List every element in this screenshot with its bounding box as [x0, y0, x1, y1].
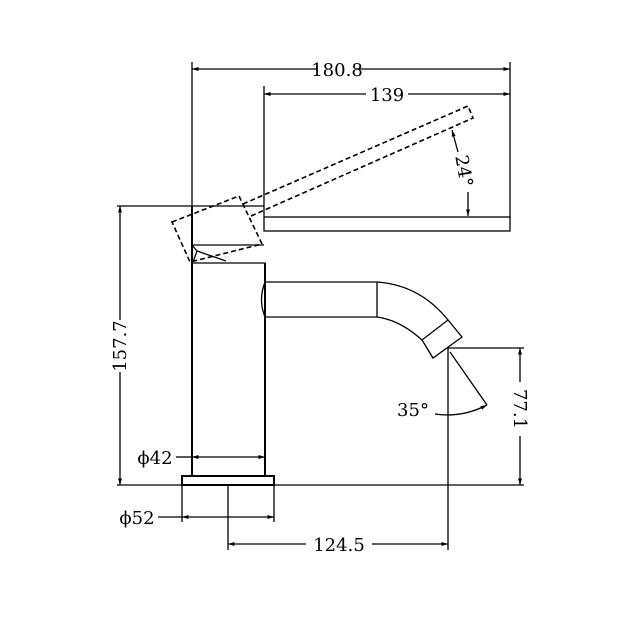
dimension-lines	[117, 62, 524, 550]
spout	[260, 281, 463, 359]
lever-angle-label: 24°	[450, 154, 476, 189]
overall-length-label: 180.8	[311, 60, 363, 81]
height-label: 157.7	[110, 320, 131, 372]
spout-height-label: 77.1	[509, 389, 530, 429]
lever-length-label: 139	[370, 85, 404, 106]
base-diameter-label: ϕ52	[119, 508, 154, 529]
body-diameter-label: ϕ42	[137, 448, 172, 469]
outlet-angle-label: 35°	[397, 400, 429, 421]
base-plate	[181, 475, 275, 486]
faucet-body	[191, 206, 266, 476]
spout-reach-label: 124.5	[313, 535, 365, 556]
lever-raised-outline	[170, 104, 475, 263]
lever-handle	[263, 216, 511, 232]
